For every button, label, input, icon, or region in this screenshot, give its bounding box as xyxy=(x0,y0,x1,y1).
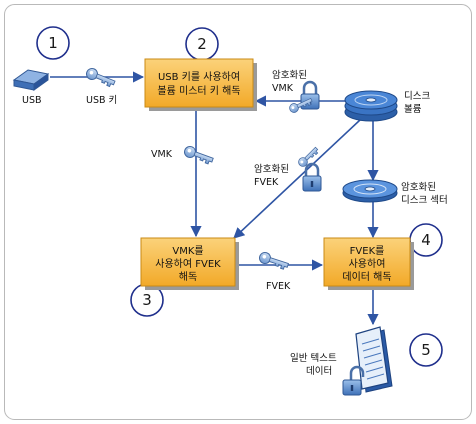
box-vmk-decrypt-line1: VMK를 xyxy=(172,245,203,257)
fvek-label: FVEK xyxy=(266,281,291,292)
encrypted-vmk-label-line2: VMK xyxy=(272,83,294,94)
usb-drive-icon xyxy=(12,69,50,91)
plaintext-open-lock-icon xyxy=(342,365,365,396)
box-usb-decrypt-line1: USB 키를 사용하여 xyxy=(158,70,240,83)
disk-volume-label-line2: 볼륨 xyxy=(404,104,422,115)
box-fvek-decrypt-line1: FVEK를 xyxy=(350,245,385,257)
usb-label: USB xyxy=(22,95,42,106)
encrypted-vmk-label-line1: 암호화된 xyxy=(272,69,307,81)
box-vmk-decrypt-line3: 해독 xyxy=(179,270,197,283)
box-fvek-decrypt-line3: 데이터 해독 xyxy=(342,270,391,283)
usb-key-label: USB 키 xyxy=(86,95,117,106)
step-5-circle xyxy=(409,333,443,367)
box-usb-decrypt: USB 키를 사용하여 볼륨 미스터 키 해독 xyxy=(144,58,257,111)
vmk-label: VMK xyxy=(151,149,173,160)
plaintext-label-line2: 데이터 xyxy=(306,366,332,377)
disk-volume-icon xyxy=(344,90,398,122)
step-1-circle xyxy=(36,26,70,60)
box-vmk-decrypt: VMK를 사용하여 FVEK 해독 xyxy=(140,237,239,290)
step-4-number: 4 xyxy=(421,231,431,249)
encrypted-sector-icon xyxy=(342,179,398,203)
arrow-disk-to-box3 xyxy=(233,119,361,239)
box-usb-decrypt-line2: 볼륨 미스터 키 해독 xyxy=(157,84,240,97)
box-fvek-decrypt-line2: 사용하여 xyxy=(349,257,386,270)
step-2-number: 2 xyxy=(197,35,207,53)
disk-volume-label-line1: 디스크 xyxy=(404,91,430,102)
encrypted-sector-label-line1: 암호화된 xyxy=(401,181,436,193)
encrypted-fvek-label-line1: 암호화된 xyxy=(254,163,289,175)
box-vmk-decrypt-line2: 사용하여 FVEK xyxy=(155,257,221,270)
box-fvek-decrypt: FVEK를 사용하여 데이터 해독 xyxy=(323,237,414,290)
encrypted-fvek-label-line2: FVEK xyxy=(254,177,279,188)
step-3-number: 3 xyxy=(142,291,152,309)
plaintext-label-line1: 일반 텍스트 xyxy=(290,353,337,364)
step-5-number: 5 xyxy=(421,341,431,359)
step-1-number: 1 xyxy=(48,34,58,52)
encrypted-sector-label-line2: 디스크 섹터 xyxy=(401,195,448,206)
